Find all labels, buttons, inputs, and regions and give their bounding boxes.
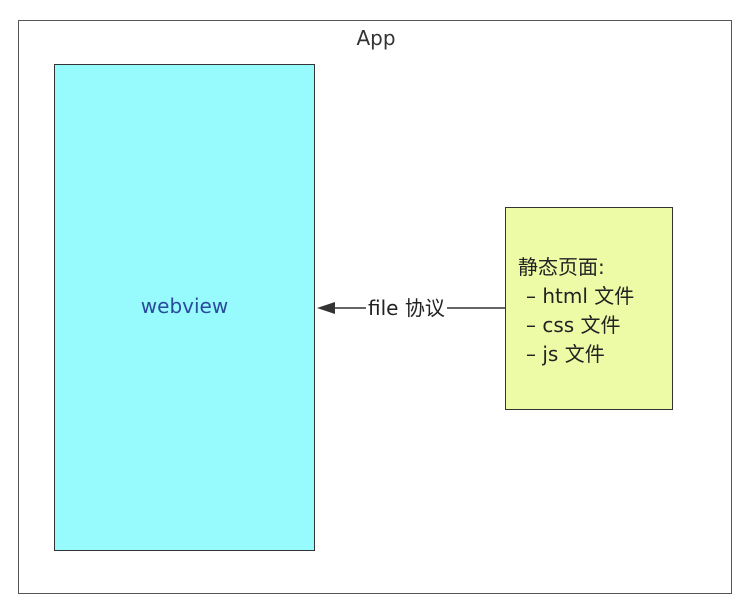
webview-box: webview: [54, 64, 315, 551]
static-pages-title: 静态页面:: [518, 255, 605, 279]
static-item-css: – css 文件: [526, 313, 621, 337]
static-item-js: – js 文件: [526, 342, 605, 366]
webview-label: webview: [140, 293, 229, 318]
static-item-html: – html 文件: [526, 284, 635, 308]
arrow-head: [317, 302, 335, 314]
arrow-label: file 协议: [366, 294, 447, 322]
static-pages-box: 静态页面: – html 文件 – css 文件 – js 文件: [505, 207, 673, 410]
app-label: App: [356, 26, 396, 50]
